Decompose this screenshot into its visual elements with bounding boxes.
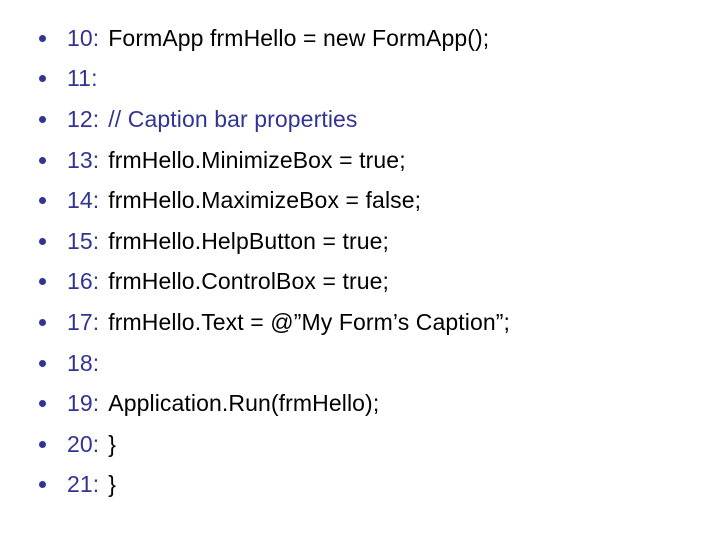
code-text: frmHello.Text = @”My Form’s Caption”; bbox=[108, 308, 511, 335]
code-text: frmHello.MaximizeBox = false; bbox=[108, 187, 422, 214]
bullet-icon bbox=[39, 278, 46, 286]
line-number: 10: bbox=[67, 24, 100, 51]
bullet-icon bbox=[39, 34, 46, 42]
line-number: 15: bbox=[67, 227, 100, 254]
code-text: // Caption bar properties bbox=[108, 105, 358, 132]
code-line: 20: } bbox=[0, 424, 720, 465]
bullet-icon bbox=[39, 75, 46, 83]
bullet-icon bbox=[39, 440, 46, 448]
line-number: 16: bbox=[67, 268, 100, 295]
code-line: 10: FormApp frmHello = new FormApp(); bbox=[0, 18, 720, 59]
code-line: 18: bbox=[0, 343, 720, 384]
code-line: 19: Application.Run(frmHello); bbox=[0, 383, 720, 424]
line-number: 12: bbox=[67, 105, 100, 132]
bullet-icon bbox=[39, 318, 46, 326]
code-text: } bbox=[108, 430, 117, 457]
code-line: 11: bbox=[0, 59, 720, 100]
bullet-icon bbox=[39, 400, 46, 408]
line-number: 11: bbox=[67, 65, 98, 92]
code-line: 21: } bbox=[0, 465, 720, 506]
bullet-icon bbox=[39, 156, 46, 164]
bullet-icon bbox=[39, 197, 46, 205]
line-number: 18: bbox=[67, 349, 100, 376]
line-number: 17: bbox=[67, 308, 100, 335]
line-number: 13: bbox=[67, 146, 100, 173]
code-line: 17: frmHello.Text = @”My Form’s Caption”… bbox=[0, 302, 720, 343]
bullet-icon bbox=[39, 237, 46, 245]
code-text: } bbox=[108, 471, 117, 498]
code-line-list: 10: FormApp frmHello = new FormApp(); 11… bbox=[0, 18, 720, 506]
code-text: frmHello.HelpButton = true; bbox=[108, 227, 390, 254]
line-number: 20: bbox=[67, 430, 100, 457]
line-number: 14: bbox=[67, 187, 100, 214]
code-line: 13: frmHello.MinimizeBox = true; bbox=[0, 140, 720, 181]
code-line: 16: frmHello.ControlBox = true; bbox=[0, 262, 720, 303]
code-text: Application.Run(frmHello); bbox=[108, 390, 380, 417]
bullet-icon bbox=[39, 115, 46, 123]
code-line: 14: frmHello.MaximizeBox = false; bbox=[0, 180, 720, 221]
code-text: frmHello.ControlBox = true; bbox=[108, 268, 390, 295]
code-line: 12: // Caption bar properties bbox=[0, 99, 720, 140]
code-text: FormApp frmHello = new FormApp(); bbox=[108, 24, 490, 51]
bullet-icon bbox=[39, 359, 46, 367]
code-line: 15: frmHello.HelpButton = true; bbox=[0, 221, 720, 262]
code-text: frmHello.MinimizeBox = true; bbox=[108, 146, 406, 173]
bullet-icon bbox=[39, 481, 46, 489]
line-number: 19: bbox=[67, 390, 100, 417]
line-number: 21: bbox=[67, 471, 100, 498]
